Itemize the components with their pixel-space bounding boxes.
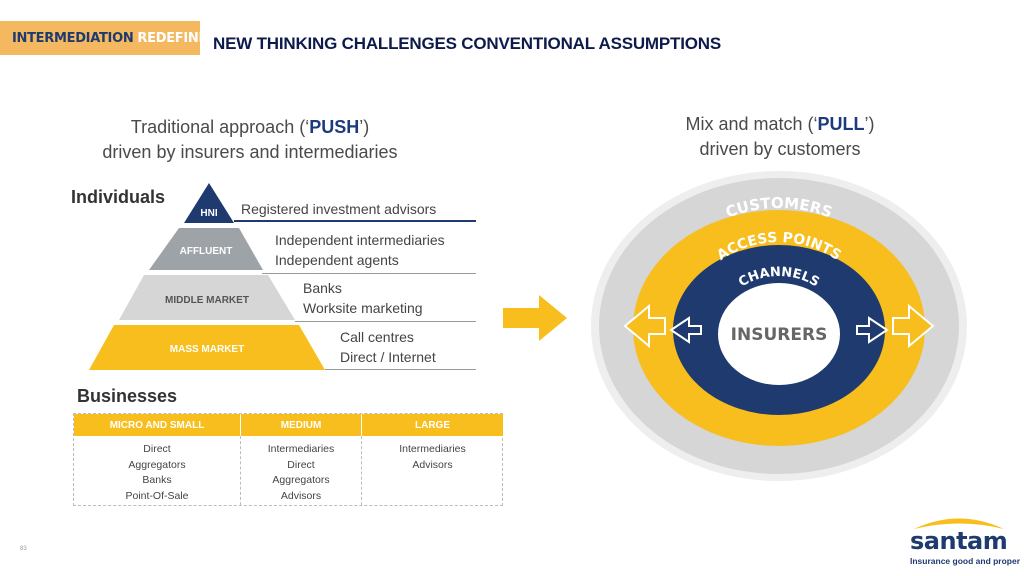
business-column-header: MEDIUM [241, 414, 361, 436]
cycle-arrow-icon [623, 303, 666, 349]
tag-part-2: REDEFINED [137, 30, 218, 46]
business-item: Intermediaries [267, 443, 335, 455]
push-keyword: PUSH [309, 117, 360, 137]
business-item: Aggregators [128, 458, 186, 471]
business-column-header: LARGE [362, 414, 503, 436]
business-item: Direct [287, 458, 315, 471]
section-tag: INTERMEDIATION REDEFINED [0, 21, 218, 55]
pull-heading-line2: driven by customers [699, 139, 861, 159]
tier-divider [262, 273, 476, 274]
tag-part-1: INTERMEDIATION [12, 30, 134, 46]
pyramid: HNI AFFLUENT MIDDLE MARKET MASS MARKET [89, 183, 325, 370]
pull-heading-post: ’) [864, 114, 875, 134]
tier-desc-line: Independent intermediaries [275, 232, 445, 248]
business-item: Point-Of-Sale [125, 489, 189, 502]
tier-desc-line: Direct / Internet [340, 349, 436, 365]
logo-tagline: Insurance good and proper [910, 556, 1021, 566]
tier-desc-line: Registered investment advisors [241, 201, 437, 217]
business-item: Banks [142, 474, 172, 486]
tier-label-mass-market: MASS MARKET [170, 344, 244, 355]
push-heading: Traditional approach (‘PUSH’) driven by … [60, 115, 440, 165]
right-arrow-icon [503, 295, 567, 341]
business-column-items: Intermediaries Direct Aggregators Adviso… [241, 436, 361, 504]
business-column-items: Intermediaries Advisors [362, 436, 503, 473]
tier-desc-mass-market: Call centres Direct / Internet [340, 327, 436, 367]
tier-label-hni: HNI [200, 208, 217, 219]
business-column-header: MICRO AND SMALL [74, 414, 240, 436]
business-item: Advisors [412, 458, 453, 471]
pyramid-tier-affluent [149, 228, 263, 270]
tier-desc-middle-market: Banks Worksite marketing [303, 278, 423, 318]
pyramid-tier-mass-market [89, 325, 325, 370]
business-column-medium: MEDIUM Intermediaries Direct Aggregators… [241, 414, 361, 505]
business-item: Advisors [280, 489, 322, 502]
pyramid-tier-middle-market [119, 275, 295, 320]
slide-number: 83 [20, 546, 27, 552]
tier-label-middle-market: MIDDLE MARKET [165, 295, 249, 306]
ring-diagram: CUSTOMERS ACCESS POINTS CHANNELS INSURER… [591, 171, 967, 481]
cycle-arrow-icon [669, 316, 702, 344]
push-heading-pre: Traditional approach (‘ [130, 117, 310, 137]
tier-desc-affluent: Independent intermediaries Independent a… [275, 230, 445, 270]
pull-heading: Mix and match (‘PULL’) driven by custome… [620, 112, 940, 162]
tier-divider [295, 321, 476, 322]
tier-desc-line: Banks [303, 280, 342, 296]
push-heading-line2: driven by insurers and intermediaries [102, 142, 398, 162]
tier-desc-line: Call centres [340, 329, 414, 345]
pull-keyword: PULL [817, 114, 865, 134]
business-item: Intermediaries [399, 443, 466, 455]
individuals-label: Individuals [71, 187, 166, 207]
tier-desc-line: Independent agents [275, 252, 399, 268]
business-column-items: Direct Aggregators Banks Point-Of-Sale [74, 436, 240, 504]
santam-logo-icon [914, 518, 1004, 529]
business-column-large: LARGE Intermediaries Advisors [362, 414, 503, 505]
business-column-micro-small: MICRO AND SMALL Direct Aggregators Banks… [74, 414, 240, 505]
business-table: MICRO AND SMALL Direct Aggregators Banks… [73, 413, 503, 506]
tier-desc-line: Worksite marketing [303, 300, 423, 316]
tier-divider [234, 220, 476, 222]
ring-label-insurers: INSURERS [731, 325, 828, 345]
pyramid-tier-hni [184, 183, 234, 223]
pull-heading-pre: Mix and match (‘ [685, 114, 818, 134]
column-divider [361, 436, 362, 505]
page-title: NEW THINKING CHALLENGES CONVENTIONAL ASS… [213, 34, 721, 53]
push-heading-post: ’) [359, 117, 370, 137]
tier-label-affluent: AFFLUENT [180, 246, 233, 257]
ring-insurers [718, 283, 840, 385]
logo-wordmark: santam [910, 527, 1008, 555]
cycle-arrow-icon [856, 316, 889, 344]
business-item: Aggregators [272, 474, 330, 486]
tier-divider [325, 369, 476, 370]
business-item: Direct [143, 443, 171, 455]
cycle-arrow-icon [892, 303, 935, 349]
tier-desc-hni: Registered investment advisors [241, 199, 436, 219]
column-divider [240, 436, 241, 505]
businesses-label: Businesses [77, 386, 178, 406]
